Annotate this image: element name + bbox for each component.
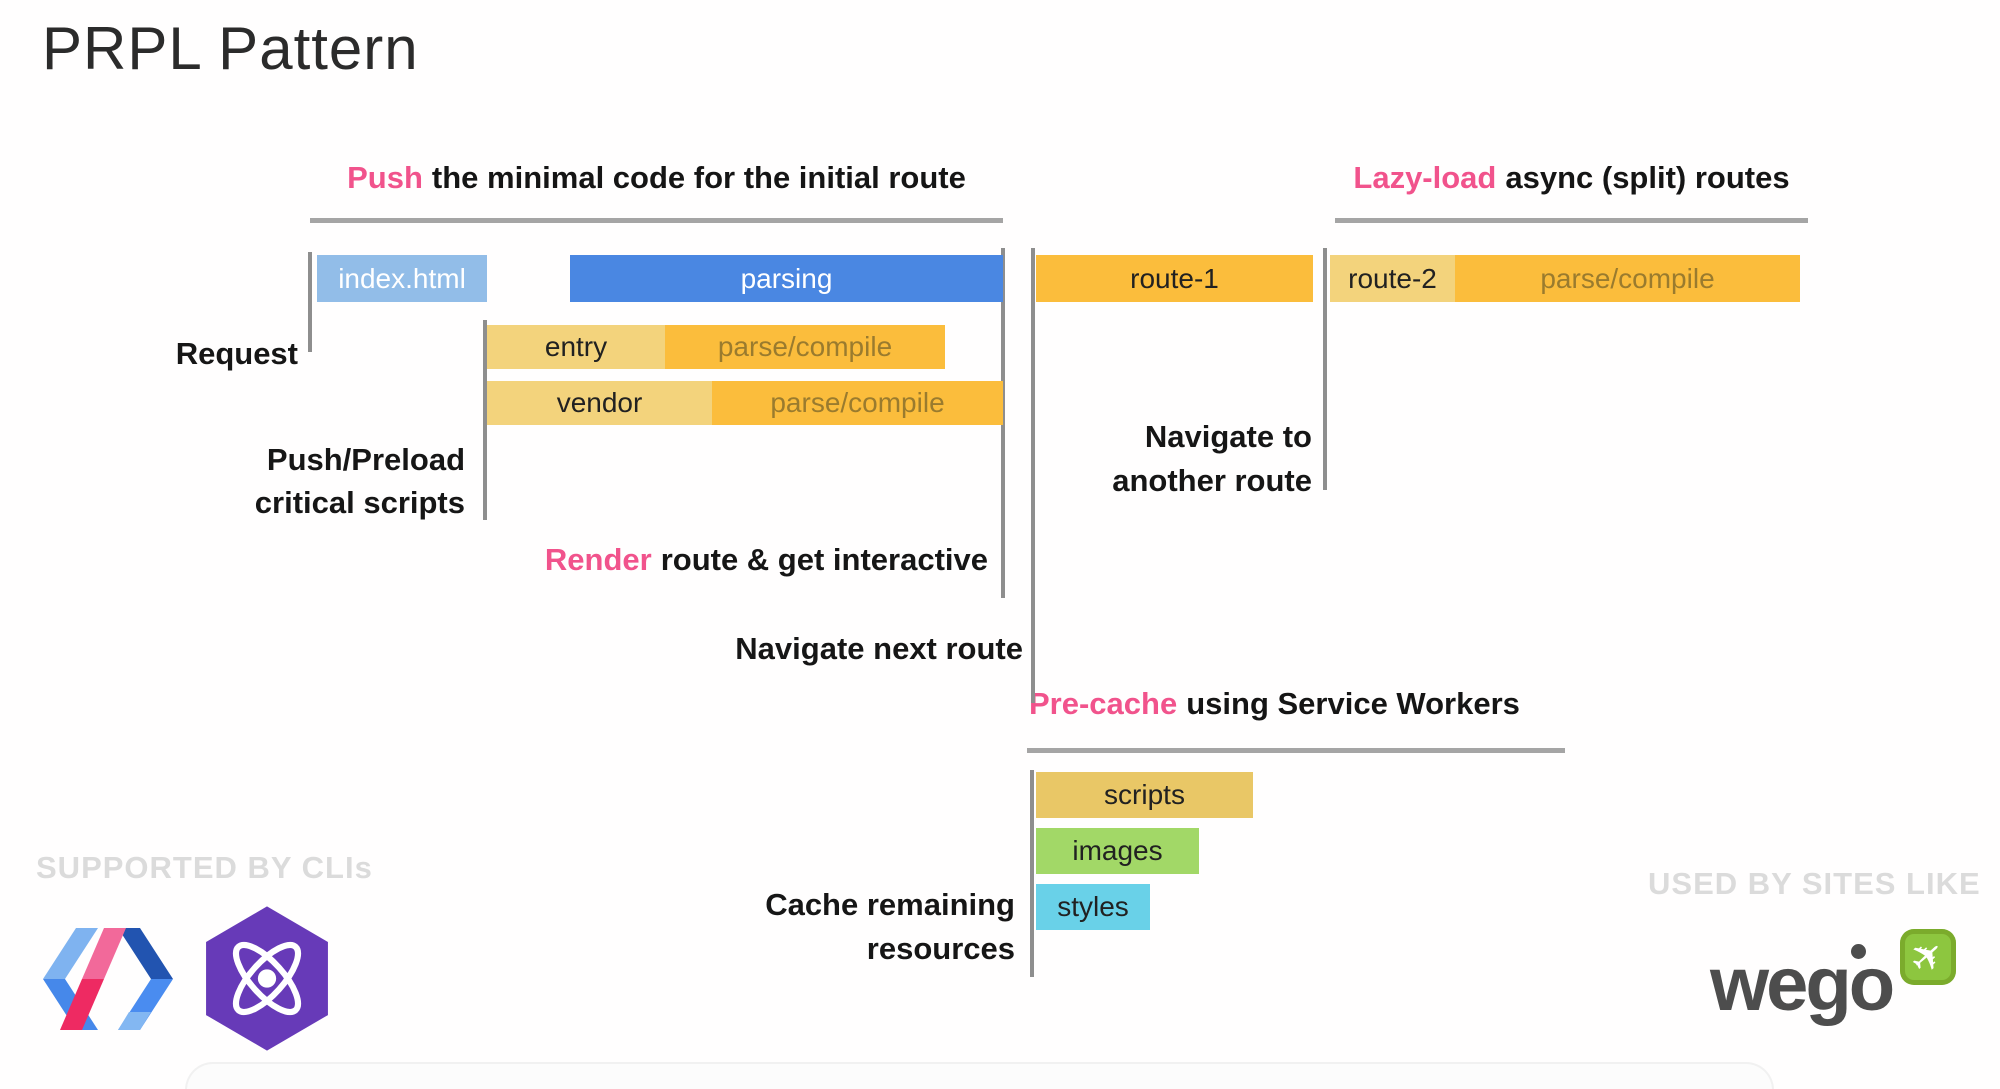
parsing-bar: parsing: [570, 255, 1003, 302]
page-title: PRPL Pattern: [42, 15, 419, 82]
render-label-highlight: Render: [544, 542, 652, 577]
scripts-bar-label: scripts: [1104, 779, 1185, 810]
push-header-rest: the minimal code for the initial route: [431, 160, 966, 195]
supported-by-clis-text: SUPPORTED BY CLIs: [36, 850, 373, 885]
render-rule: [1001, 248, 1005, 598]
images-bar-label: images: [1072, 835, 1163, 866]
cache-remaining-label-line1: Cache remaining: [765, 887, 1015, 922]
pre-cache-header-rule: [1027, 748, 1565, 753]
used-by-sites-text: USED BY SITES LIKE: [1648, 866, 1981, 901]
entry-parse-compile-bar: parse/compile: [665, 325, 945, 369]
cache-resources-rule: [1030, 770, 1034, 977]
wego-logo-dot: [1851, 944, 1866, 959]
entry-bar-label: entry: [544, 331, 608, 362]
route-2-parse-compile-bar: parse/compile: [1455, 255, 1800, 302]
push-preload-label: Push/Preload critical scripts: [255, 438, 465, 524]
bottom-card-edge: [185, 1062, 1774, 1089]
supported-by-clis-caption: SUPPORTED BY CLIs: [36, 850, 373, 886]
images-bar: images: [1036, 828, 1199, 874]
push-header-rule: [310, 218, 1003, 223]
cache-remaining-label-line2: resources: [866, 931, 1015, 966]
render-label-rest: route & get interactive: [660, 542, 988, 577]
wego-logo: wego ✈: [1710, 925, 1970, 1050]
push-header-highlight: Push: [347, 160, 423, 195]
styles-bar: styles: [1036, 884, 1150, 930]
polymer-logo-icon: [40, 924, 176, 1034]
vendor-bar: vendor: [487, 381, 712, 425]
navigate-next-label-text: Navigate next route: [735, 631, 1023, 666]
vendor-parse-compile-label: parse/compile: [770, 387, 945, 418]
request-rule: [308, 252, 312, 352]
route-2-bar: route-2: [1330, 255, 1455, 302]
cache-remaining-label: Cache remaining resources: [765, 883, 1015, 971]
route-1-bar: route-1: [1036, 255, 1313, 302]
request-label: Request: [176, 332, 298, 375]
navigate-another-rule: [1323, 248, 1327, 490]
parsing-bar-label: parsing: [740, 262, 833, 294]
push-preload-label-line1: Push/Preload: [266, 442, 465, 477]
route-2-parse-compile-label: parse/compile: [1540, 262, 1715, 294]
lazy-load-header-rule: [1335, 218, 1808, 223]
lazy-load-header-highlight: Lazy-load: [1353, 160, 1497, 195]
scripts-bar: scripts: [1036, 772, 1253, 818]
wego-plane-icon: ✈: [1900, 929, 1956, 985]
vendor-parse-compile-bar: parse/compile: [712, 381, 1003, 425]
index-html-bar: index.html: [317, 255, 487, 302]
navigate-another-label-line2: another route: [1112, 463, 1312, 498]
pre-cache-header-highlight: Pre-cache: [1029, 686, 1178, 721]
request-label-text: Request: [175, 336, 298, 371]
index-html-bar-label: index.html: [338, 262, 466, 294]
styles-bar-label: styles: [1057, 891, 1129, 922]
used-by-sites-caption: USED BY SITES LIKE: [1648, 866, 1981, 902]
navigate-next-rule: [1031, 248, 1035, 703]
navigate-another-label-line1: Navigate to: [1144, 419, 1312, 454]
push-preload-label-line2: critical scripts: [254, 485, 465, 520]
pre-cache-header-rest: using Service Workers: [1186, 686, 1520, 721]
wego-logo-text: wego: [1710, 942, 1895, 1027]
route-1-bar-label: route-1: [1130, 262, 1219, 294]
preact-logo-icon: [202, 906, 332, 1051]
push-preload-rule: [483, 320, 487, 520]
navigate-another-label: Navigate to another route: [1112, 415, 1312, 503]
navigate-next-label: Navigate next route: [735, 627, 1023, 670]
wego-logo-badge: ✈: [1900, 929, 1956, 985]
route-2-bar-label: route-2: [1348, 262, 1437, 294]
lazy-load-header-rest: async (split) routes: [1505, 160, 1790, 195]
vendor-bar-label: vendor: [556, 387, 643, 418]
entry-bar: entry: [487, 325, 665, 369]
entry-parse-compile-label: parse/compile: [717, 331, 893, 362]
